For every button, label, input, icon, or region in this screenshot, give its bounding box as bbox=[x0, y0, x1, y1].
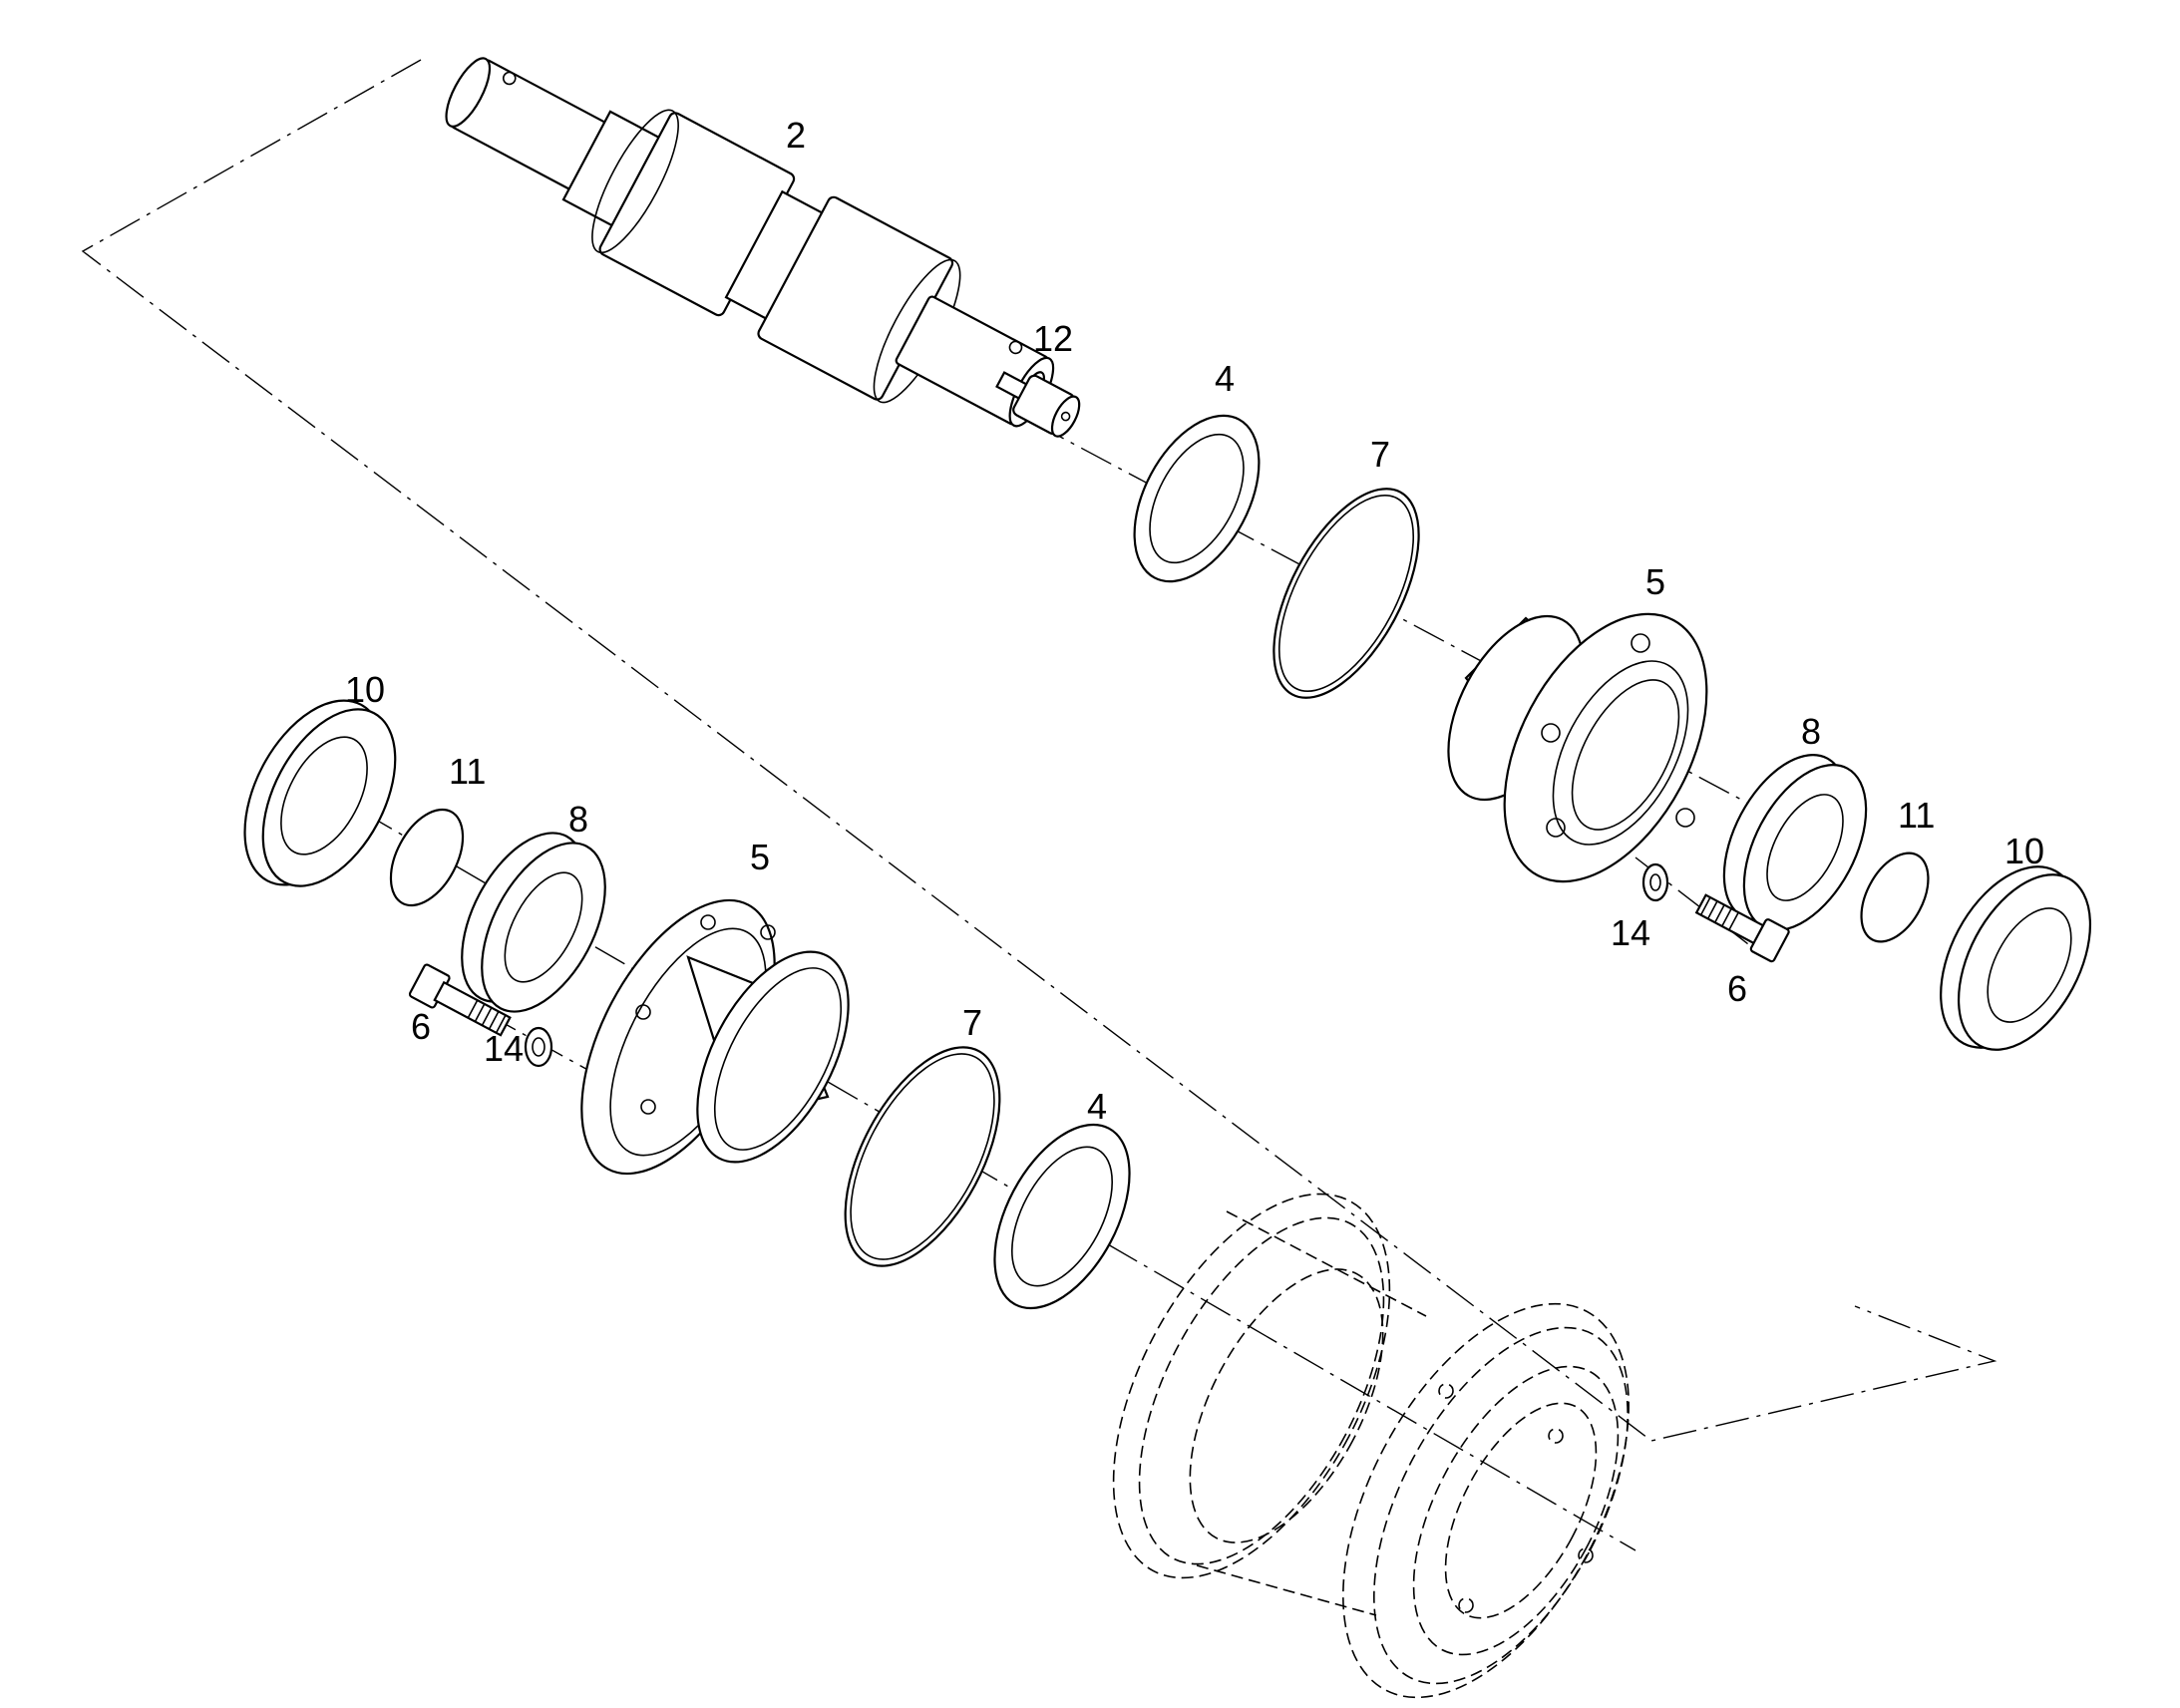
snap-ring-left-part bbox=[389, 808, 465, 907]
callout-12: 12 bbox=[1033, 318, 1073, 359]
washer-left-part bbox=[524, 1026, 553, 1068]
axis-lower bbox=[268, 757, 1636, 1551]
callout-14: 14 bbox=[1611, 912, 1650, 953]
assembly-boundary bbox=[81, 59, 1998, 1442]
callout-2: 2 bbox=[786, 115, 806, 156]
hub-left-part bbox=[580, 898, 850, 1176]
callout-4: 4 bbox=[1087, 1086, 1107, 1127]
o-ring-upper-part bbox=[1272, 488, 1420, 699]
o-ring-lower-part bbox=[844, 1046, 1001, 1267]
callout-11: 11 bbox=[1898, 795, 1935, 836]
roller-wheel-phantom bbox=[1112, 1193, 1630, 1699]
shaft-part bbox=[445, 57, 1055, 428]
callout-7: 7 bbox=[1370, 434, 1390, 475]
bolt-left-part bbox=[408, 963, 512, 1037]
bolt-right-part bbox=[1694, 893, 1790, 963]
hub-right-part bbox=[1447, 612, 1708, 883]
thrust-washer-lower-part bbox=[993, 1123, 1131, 1310]
callout-8: 8 bbox=[1801, 711, 1821, 752]
callout-4: 4 bbox=[1215, 358, 1235, 399]
bearing-right-part bbox=[1722, 754, 1868, 931]
callout-10: 10 bbox=[2004, 831, 2044, 871]
callout-11: 11 bbox=[449, 751, 486, 792]
snap-ring-right-part bbox=[1860, 852, 1930, 943]
callout-8: 8 bbox=[568, 799, 588, 840]
bearing-left-part bbox=[461, 832, 606, 1013]
callout-5: 5 bbox=[750, 837, 770, 877]
callout-7: 7 bbox=[962, 1002, 982, 1043]
callout-10: 10 bbox=[345, 669, 385, 710]
seal-left-part bbox=[243, 699, 397, 887]
thrust-washer-upper-part bbox=[1133, 414, 1261, 583]
plug-part bbox=[995, 371, 1081, 438]
washer-right-part bbox=[1641, 862, 1669, 902]
seal-right-part bbox=[1940, 865, 2092, 1051]
callout-6: 6 bbox=[411, 1006, 431, 1047]
callout-14: 14 bbox=[484, 1028, 524, 1069]
callout-6: 6 bbox=[1727, 968, 1747, 1009]
callout-5: 5 bbox=[1645, 561, 1665, 602]
